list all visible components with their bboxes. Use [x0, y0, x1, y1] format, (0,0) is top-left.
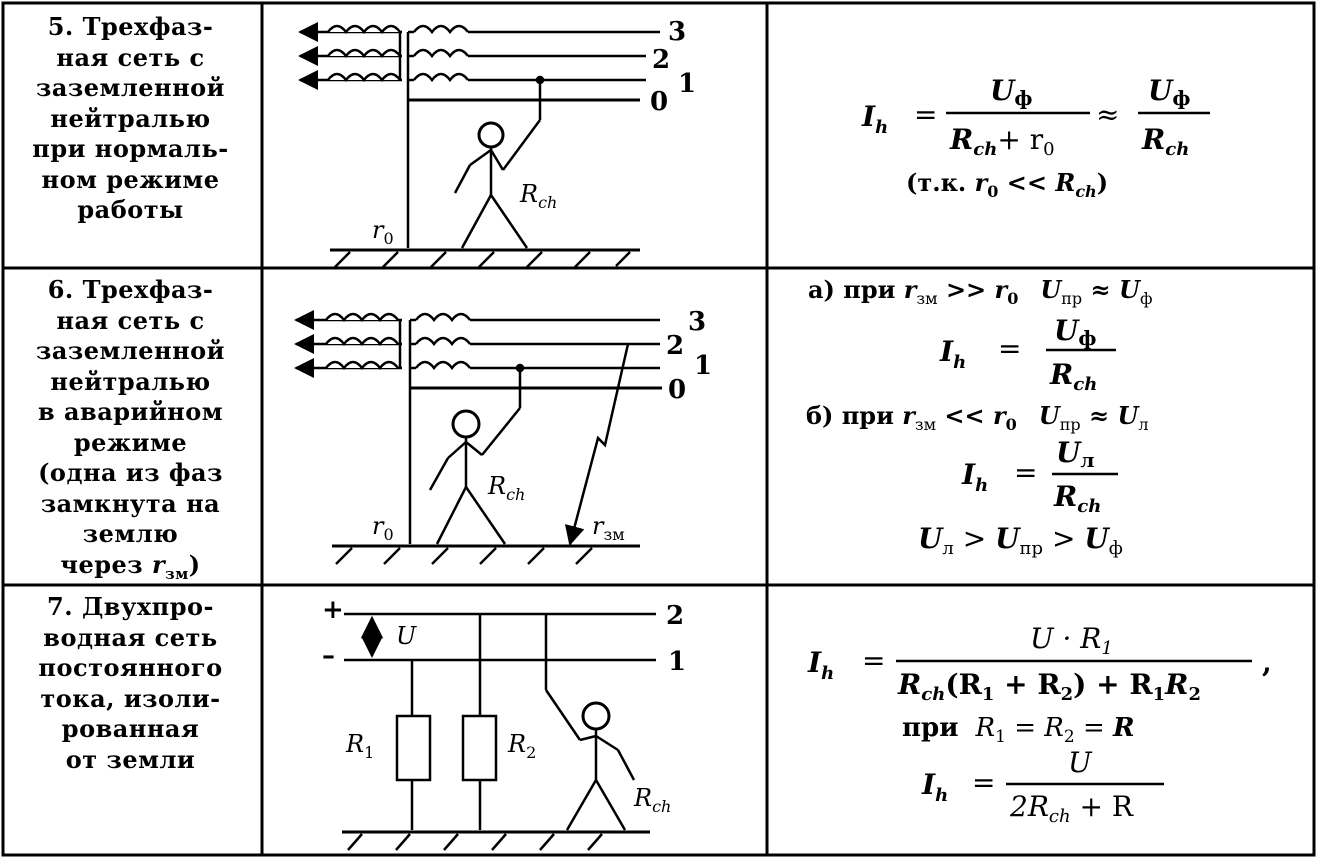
f6-num1: Uф [1054, 314, 1096, 350]
f5-num2: Uф [1148, 74, 1190, 110]
f7-den1: Rch(R1 + R2) + R1R2 [897, 668, 1201, 705]
wire6-label-3: 3 [688, 307, 706, 337]
f7-condition: при R1 = R2 = R [902, 713, 1135, 747]
desc6-line: землю [82, 519, 179, 548]
wire6-label-2: 2 [666, 331, 684, 361]
desc6-line: (одна из фаз [38, 458, 223, 487]
desc6-line: нейтралью [50, 366, 211, 396]
desc6-line: в аварийном [37, 397, 224, 426]
label-plus: + [322, 595, 344, 625]
desc7-line: 7. Двухпро- [47, 592, 214, 621]
f6-num2: Uл [1056, 436, 1095, 472]
desc7-line: рованная [61, 714, 200, 743]
label7-rch: Rch [633, 784, 671, 816]
desc6-line: замкнута на [40, 488, 221, 518]
desc6-line: ная сеть с [56, 305, 205, 335]
f6-den2: Rch [1053, 480, 1101, 517]
f7-eq1: = [862, 644, 885, 677]
desc5-line: работы [77, 195, 184, 224]
formula-row7: Ih = U · R1 Rch(R1 + R2) + R1R2 , при R1… [807, 622, 1272, 827]
description-row7: 7. Двухпро- водная сеть постоянного тока… [8, 592, 253, 775]
label-u: U [396, 622, 417, 650]
f6-eq2: = [1014, 456, 1037, 489]
description-row5: 5. Трехфаз- ная сеть с заземленной нейтр… [8, 12, 253, 226]
wire7-label-1: 1 [668, 647, 686, 677]
wire7-label-2: 2 [666, 601, 684, 631]
diagram-row6 [294, 310, 662, 565]
desc5-line: 5. Трехфаз- [47, 12, 214, 41]
f7-num2: U [1068, 746, 1093, 779]
f5-note: (т.к. r0 << Rch) [906, 168, 1108, 201]
desc7-line: водная сеть [43, 622, 218, 652]
f5-num1: Uф [990, 74, 1032, 110]
label-rch: Rch [519, 180, 557, 212]
diagram-row6-labels: 3 2 1 0 [666, 307, 712, 405]
desc6-line: режиме [73, 427, 188, 457]
desc5-line: нейтралью [50, 103, 211, 133]
wire6-label-0: 0 [668, 375, 686, 405]
desc7-line: постоянного [38, 653, 223, 682]
f7-ih1: Ih [807, 646, 834, 684]
desc6-line: заземленной [36, 336, 225, 365]
desc5-line: при нормаль- [32, 134, 229, 163]
f5-den1: Rch+ r0 [949, 123, 1055, 160]
wire-label-1: 1 [678, 69, 696, 99]
label-minus: – [322, 641, 335, 671]
diagram-row7-labels: + – 2 1 [322, 595, 686, 677]
f6-eq1: = [998, 332, 1021, 365]
label6-rch: Rch [487, 472, 525, 504]
label6-r0: r0 [372, 512, 394, 544]
diagram-row5 [298, 22, 660, 269]
f7-ih2: Ih [921, 768, 948, 806]
f5-lhs: Ih [861, 100, 888, 138]
label6-rzm: rзм [592, 512, 625, 544]
f5-eq: = [914, 98, 937, 131]
f7-num1: U · R1 [1030, 622, 1113, 659]
f7-eq2: = [972, 766, 995, 799]
f6-inequality: Uл > Uпр > Uф [918, 522, 1123, 559]
f6-ih1: Ih [939, 335, 966, 373]
desc5-line: заземленной [36, 73, 225, 102]
f7-comma: , [1262, 646, 1272, 679]
label-r1: R1 [345, 730, 374, 762]
label-r0: r0 [372, 216, 394, 248]
wire6-label-1: 1 [694, 351, 712, 381]
desc5-line: ная сеть с [56, 42, 205, 72]
formula-row5: Ih = Uф Rch+ r0 ≈ Uф Rch (т.к. r0 << Rch… [861, 74, 1210, 201]
desc6-line-last: через rзм) [60, 549, 201, 583]
diagram-row7 [342, 612, 656, 851]
diagram-row5-labels: 3 2 1 0 [650, 17, 696, 117]
description-row6: 6. Трехфаз- ная сеть с заземленной нейтр… [8, 275, 253, 589]
f6-ih2: Ih [961, 458, 988, 496]
desc5-line: ном режиме [41, 164, 220, 194]
desc7-line: от земли [65, 744, 196, 774]
desc7-line: тока, изоли- [40, 683, 221, 713]
f5-den2: Rch [1141, 123, 1189, 160]
label-r2: R2 [507, 730, 536, 762]
f6-den1: Rch [1049, 358, 1097, 395]
f5-approx: ≈ [1096, 98, 1119, 131]
f7-den2: 2Rch + R [1009, 790, 1134, 827]
wire-label-2: 2 [652, 45, 670, 75]
wire-label-0: 0 [650, 87, 668, 117]
wire-label-3: 3 [668, 17, 686, 47]
desc6-line: 6. Трехфаз- [47, 275, 214, 304]
